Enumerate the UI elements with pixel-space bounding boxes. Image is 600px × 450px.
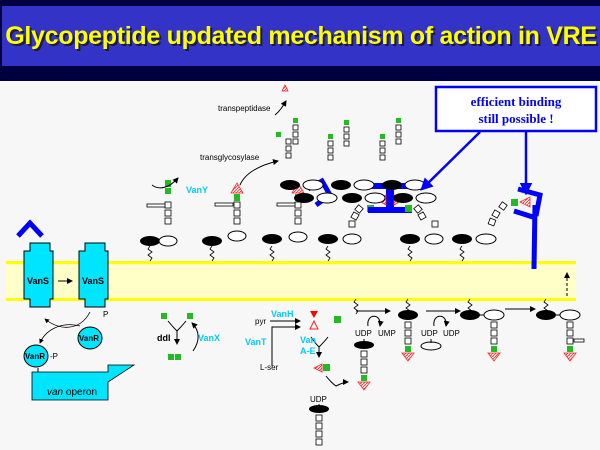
vans-protein-2 [78,242,109,308]
vanae-label-2: A-E [300,346,316,356]
vanr-label-2: VanR [79,334,99,343]
udp-label-1: UDP [310,395,327,404]
van-operon-label: van operon [47,387,97,398]
dala-dlac [323,364,330,371]
pentapeptide-3 [404,321,412,345]
transglycosylase-label: transglycosylase [200,153,260,162]
vans-phospho-label: P [103,310,108,319]
operon-italic: van [47,387,64,398]
vany-label: VanY [186,185,208,195]
vans-label-1: VanS [27,276,49,286]
vans-label-2: VanS [82,276,104,286]
lipid2-glcnac [483,309,505,321]
peptidoglycan-strands [276,118,402,161]
udp-murnac-2 [354,341,374,349]
vanx-arrow [191,322,199,352]
callout-line-1: efficient binding [471,94,562,109]
ligation-arrow [325,375,349,387]
vanr-arrow [39,324,81,344]
title-band: Glycopeptide updated mechanism of action… [2,6,600,66]
lser-label: L-ser [260,363,279,372]
vanx-label: VanX [198,333,220,343]
lipid2-murnac [460,310,480,320]
ump-label: UMP [378,329,396,338]
vanh-label: VanH [271,309,294,319]
pentapeptide-bottom [315,414,323,446]
vancomycin-sensor [16,219,44,238]
callout-arrow-dimer [420,131,481,191]
peptidoglycan-layer [280,179,437,204]
operon-rest: operon [63,387,97,398]
vanae-label-1: Van [300,335,316,345]
pyr-label: pyr [255,317,266,326]
dala-vanae [334,316,341,323]
callout-box [434,85,598,133]
vant-arrow [271,324,301,366]
phospho-transfer-arrow [44,311,91,328]
vanr-circle-2 [77,326,103,350]
dala-dala-1 [168,354,174,360]
released-dlac [281,84,289,92]
dlac-outline [309,319,319,330]
udp-murnac [309,405,329,413]
pentapeptide-4 [490,321,498,345]
udp-label-2: UDP [355,329,372,338]
vanr-phospho-label: -P [50,352,58,361]
vany-arrow [151,177,179,189]
transpeptidase-label: transpeptidase [218,104,271,113]
dlac-solid [310,311,318,318]
slide-title: Glycopeptide updated mechanism of action… [5,21,597,50]
van-operon-arrow [31,364,136,401]
pentapeptide-5 [566,321,585,345]
mechanism-diagram: VanS VanS P VanR VanR -P van operon ddl … [6,84,598,446]
vans-protein-1 [23,242,54,308]
transglycosylase-arrow [239,159,279,186]
pentapeptide-2 [360,350,368,374]
dala-2 [187,313,193,319]
udp-label-4: UDP [443,329,460,338]
vanr-circle-1 [23,344,49,368]
vant-label: VanT [245,337,267,347]
title-bar: Glycopeptide updated mechanism of action… [0,0,600,78]
dala-1 [161,313,167,319]
dala-dala-2 [175,354,181,360]
callout-line-2: still possible ! [478,111,553,126]
dlac-hatched [313,363,323,373]
ddl-label: ddl [157,333,171,343]
udp-glcnac [420,341,442,351]
udp-label-3: UDP [421,329,438,338]
transpeptidase-arrow [274,100,287,116]
vanr-label-1: VanR [25,352,45,361]
diagram-canvas: VanS VanS P VanR VanR -P van operon ddl … [0,81,600,450]
lipid1-murnac [398,310,418,320]
